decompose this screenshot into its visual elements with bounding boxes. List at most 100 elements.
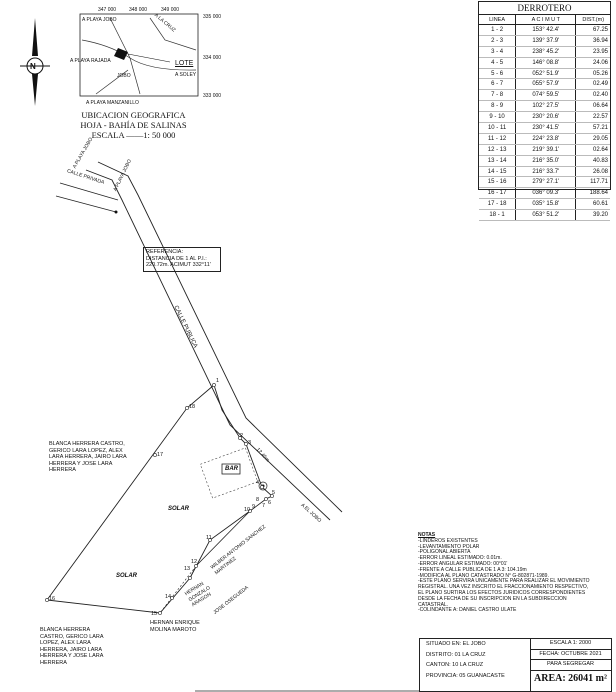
row-acimut: 052° 51.9' <box>515 68 577 80</box>
coord-348: 348 000 <box>129 7 148 13</box>
row-linea: 10 - 11 <box>479 122 517 134</box>
row-linea: 5 - 6 <box>479 68 517 80</box>
row-acimut: 153° 42.4' <box>515 24 577 36</box>
vertex-7: 7 <box>262 503 266 509</box>
row-acimut: 102° 27.5' <box>515 100 577 113</box>
owner-bottom: BLANCA HERRERA CASTRO, GERICO LARA LOPEZ… <box>40 627 104 666</box>
row-linea: 15 - 16 <box>479 176 517 189</box>
row-dist: 23.95 <box>575 46 610 58</box>
row-dist: 60.61 <box>575 198 610 211</box>
map-a-soley: A SOLEY <box>175 72 197 78</box>
row-acimut: 055° 57.9' <box>515 78 577 91</box>
location-title: UBICACION GEOGRAFICA HOJA - BAHÍA DE SAL… <box>56 110 211 140</box>
row-acimut: 216° 35.0' <box>515 155 577 167</box>
info-situado: SITUADO EN: EL JOBO <box>426 641 486 647</box>
notes-title: NOTAS <box>418 532 436 538</box>
note-line: DESDE LA FECHA DE SU INSCRIPCION EN LA S… <box>418 595 567 602</box>
row-dist: 188.64 <box>575 187 610 200</box>
info-para-segregar: PARA SEGREGAR <box>530 660 611 671</box>
derrotero-table: DERROTERO LINEA A C I M U T DIST.(m) 1 -… <box>478 1 611 222</box>
row-acimut: 146° 08.8' <box>515 57 577 69</box>
row-linea: 1 - 2 <box>479 24 517 36</box>
vertex-12: 12 <box>191 559 198 565</box>
row-linea: 8 - 9 <box>479 100 517 113</box>
map-lote: LOTE <box>175 60 194 67</box>
note-line: -POLIGONAL ABIERTA <box>418 549 471 556</box>
row-linea: 7 - 8 <box>479 89 517 102</box>
row-linea: 13 - 14 <box>479 155 517 167</box>
row-linea: 14 - 15 <box>479 166 517 178</box>
row-acimut: 224° 23.8' <box>515 133 577 145</box>
row-linea: 16 - 17 <box>479 187 517 200</box>
vertex-15: 15 <box>151 611 158 617</box>
row-acimut: 230° 41.5' <box>515 122 577 134</box>
north-letter: N <box>30 62 36 71</box>
vertex-8: 8 <box>256 497 260 503</box>
notes-block: NOTAS -LINDEROS EXISTENTES-LEVANTAMIENTO… <box>418 532 608 614</box>
reference-line3: 220.72m. ACIMUT 332°11' <box>146 262 211 268</box>
row-dist: 57.21 <box>575 122 610 134</box>
coord-349: 349 000 <box>161 7 180 13</box>
owner-top: BLANCA HERRERA CASTRO, GERICO LARA LOPEZ… <box>49 441 127 473</box>
row-dist: 24.06 <box>575 57 610 69</box>
vertex-1: 1 <box>216 378 220 384</box>
header-acimut: A C I M U T <box>515 15 577 25</box>
row-acimut: 216° 33.7' <box>515 166 577 178</box>
row-acimut: 279° 27.1' <box>515 176 577 189</box>
reference-line2: DISTANCIA DE 1 AL P.I.: <box>146 255 207 262</box>
info-canton: CANTON: 10 LA CRUZ <box>426 662 484 668</box>
title-line2: HOJA - BAHÍA DE SALINAS <box>80 120 187 130</box>
note-line: -FRENTE A CALLE PUBLICA DE 1 A 3: 104.19… <box>418 566 527 573</box>
note-line: -COLINDANTE A: DANIEL CASTRO ULATE <box>418 607 517 614</box>
coord-347: 347 000 <box>98 7 117 13</box>
row-acimut: 074° 59.5' <box>515 89 577 102</box>
coord-335: 335 000 <box>203 14 222 20</box>
north-arrow-icon <box>20 18 50 106</box>
row-acimut: 219° 39.1' <box>515 144 577 156</box>
info-block: SITUADO EN: EL JOBO DISTRITO: 01 LA CRUZ… <box>419 638 612 692</box>
vertex-16: 16 <box>49 596 56 602</box>
solar-label-2: SOLAR <box>116 573 137 579</box>
map-jobo: JOBO <box>117 73 131 79</box>
vertex-9: 9 <box>252 504 256 510</box>
info-distrito: DISTRITO: 01 LA CRUZ <box>426 652 486 658</box>
row-dist: 36.94 <box>575 35 610 47</box>
info-area: AREA: 26041 m² <box>534 672 607 684</box>
vertex-14: 14 <box>165 594 172 600</box>
row-dist: 02.40 <box>575 89 610 102</box>
row-linea: 11 - 12 <box>479 133 517 145</box>
row-dist: 40.83 <box>575 155 610 167</box>
title-line1: UBICACION GEOGRAFICA <box>81 110 186 120</box>
note-line: -MODIFICA AL PLANO CATASTRADO N° G-80287… <box>418 572 549 579</box>
map-a-playa-rajada: A PLAYA RAJADA <box>70 58 111 64</box>
info-escala: ESCALA 1: 2000 <box>530 639 611 650</box>
reference-line1: REFERENCIA: <box>146 249 183 255</box>
row-dist: 22.57 <box>575 111 610 124</box>
note-line: REGISTRAL. UNA VEZ INSCRITO EL FRACCIONA… <box>418 584 589 591</box>
info-fecha: FECHA: OCTUBRE 2021 <box>530 650 611 660</box>
vertex-5: 5 <box>272 490 276 496</box>
note-line: CATASTRAL. <box>418 601 449 608</box>
note-line: -ESTE PLANO SERVIRA UNICAMENTE PARA REAL… <box>418 578 590 585</box>
row-dist: 06.64 <box>575 100 610 113</box>
derrotero-title: DERROTERO <box>479 2 610 15</box>
row-acimut: 230° 20.6' <box>515 111 577 124</box>
vertex-3: 3 <box>248 440 252 446</box>
note-line: -ERROR ANGULAR ESTIMADO: 00°01' <box>418 560 508 567</box>
vertex-18: 18 <box>189 404 196 410</box>
reference-box: REFERENCIA: DISTANCIA DE 1 AL P.I.: 220.… <box>143 247 221 272</box>
row-dist: 39.20 <box>575 209 610 222</box>
header-linea: LINEA <box>479 15 517 25</box>
